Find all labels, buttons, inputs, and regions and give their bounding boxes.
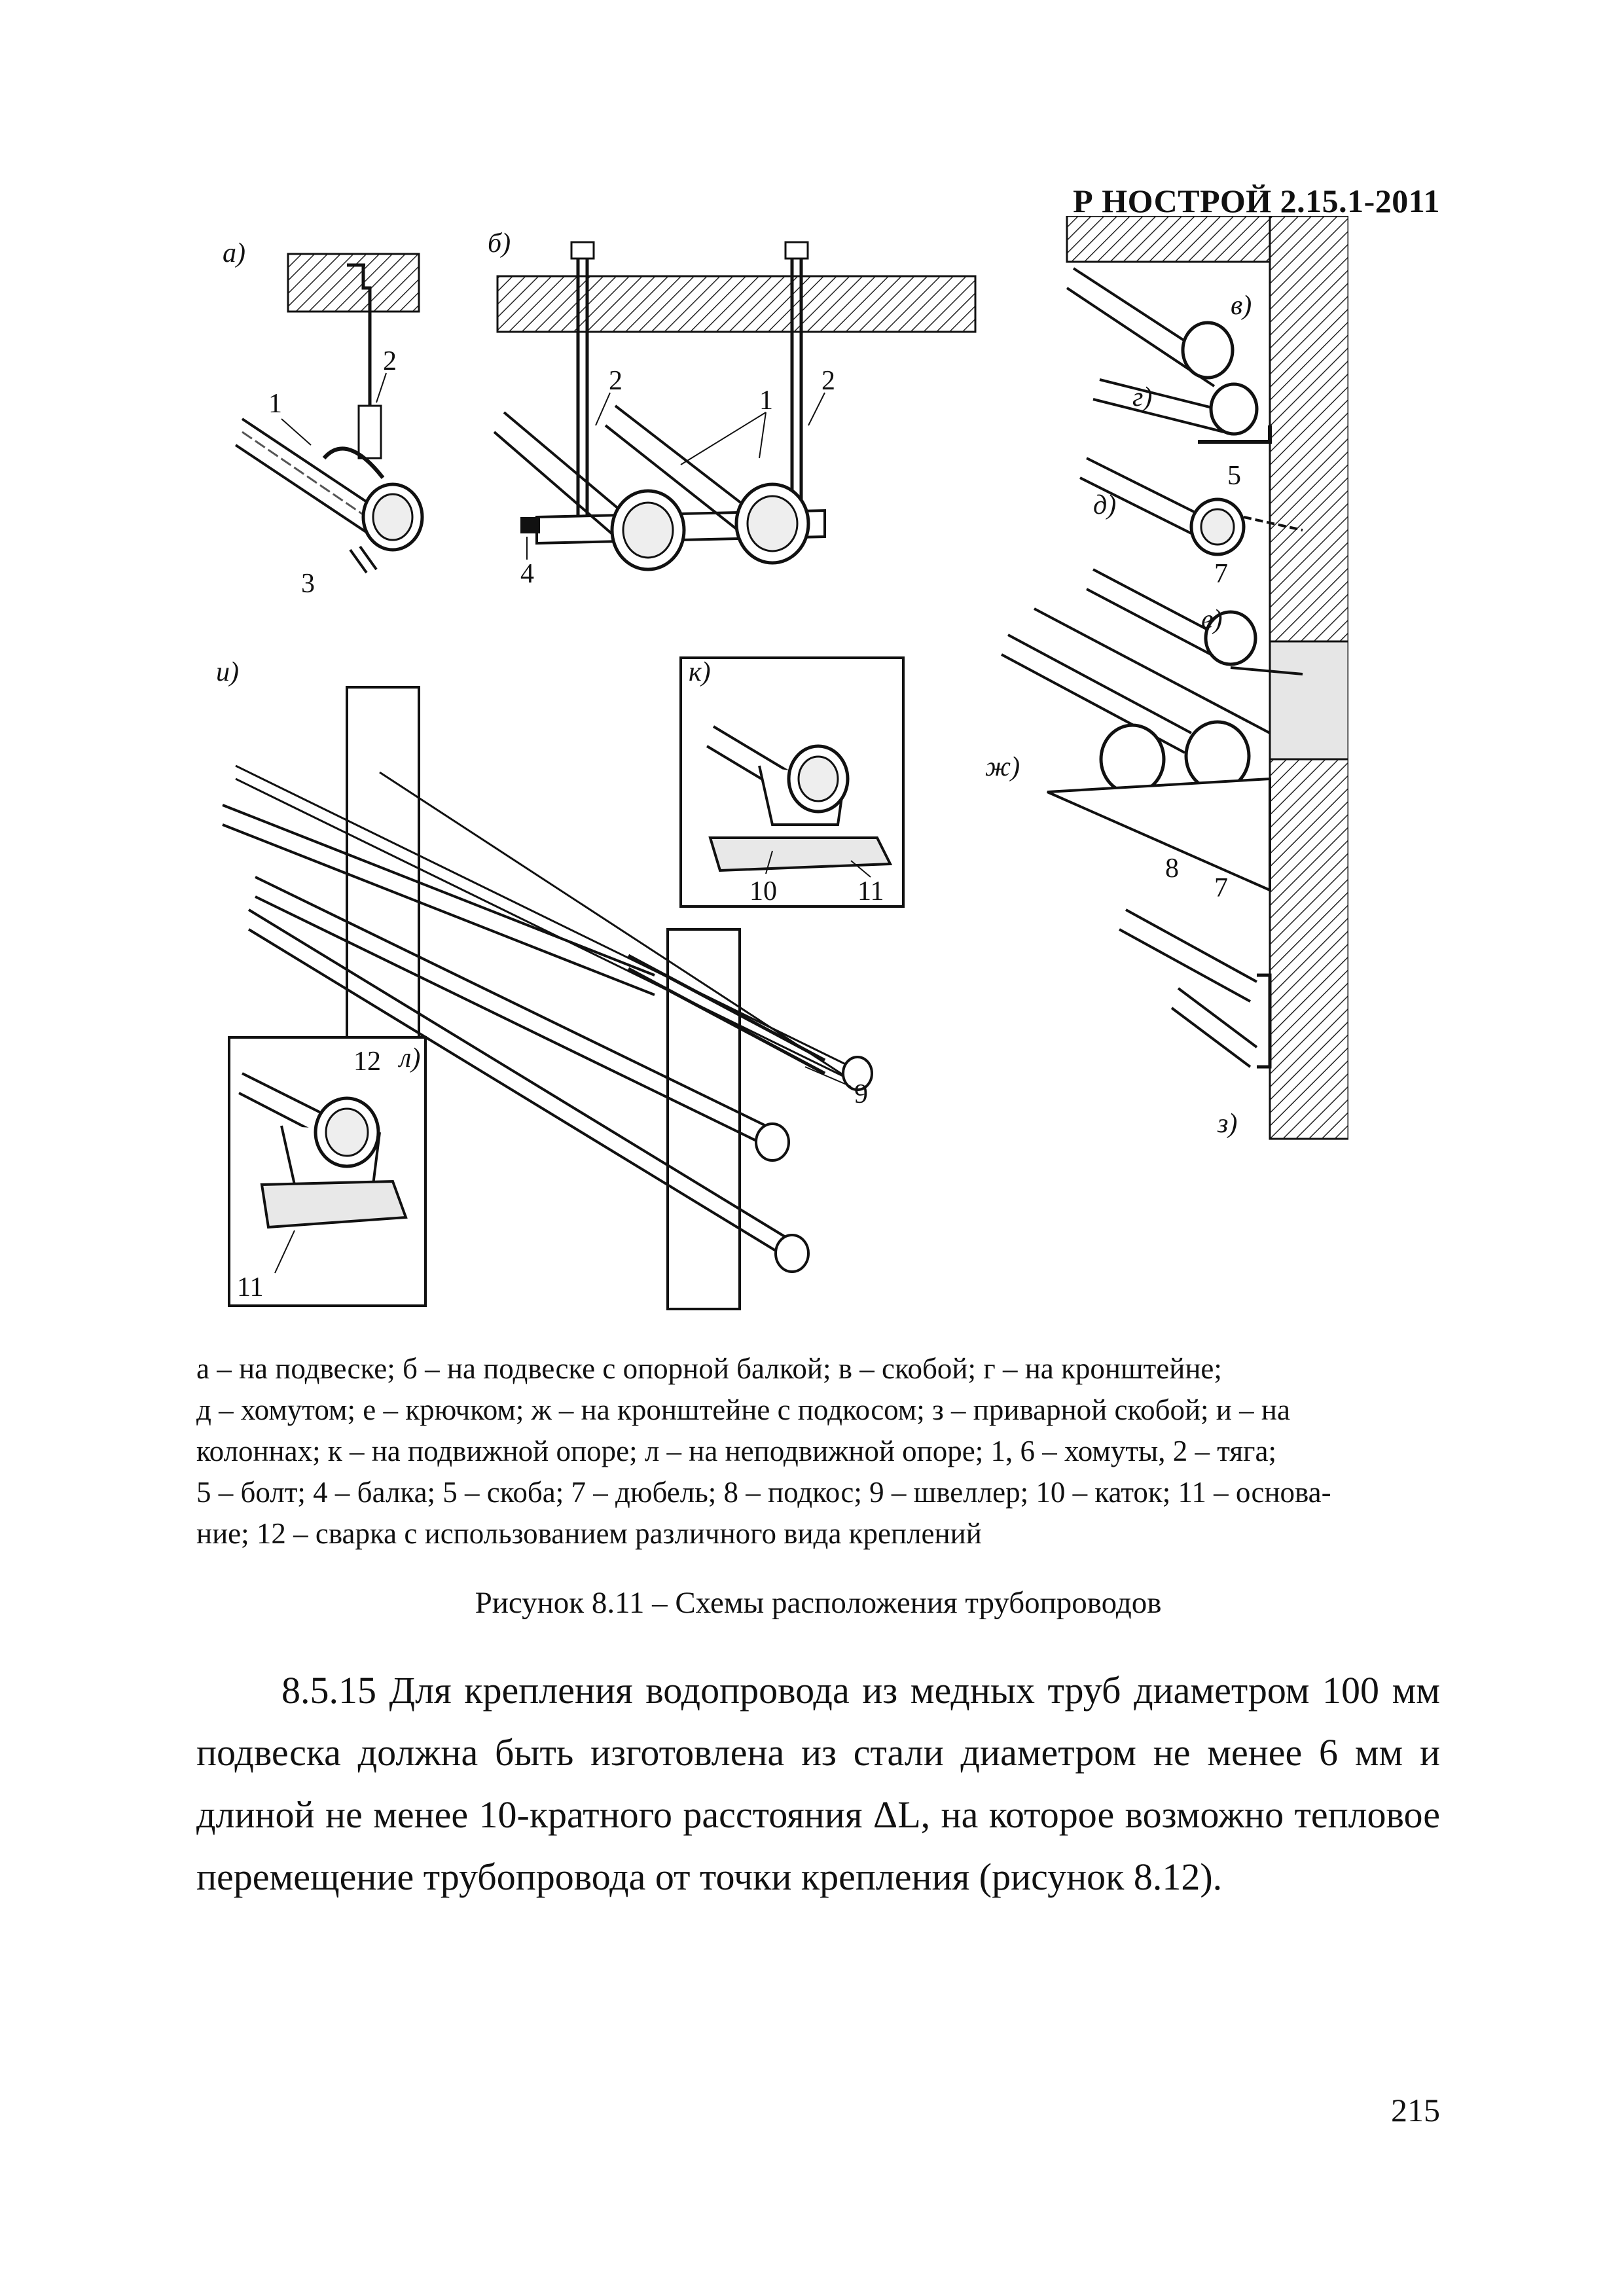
legend-line-3: колоннах; к – на подвижной опоре; л – на… [196, 1435, 1276, 1467]
figure-drawing: а) 1 2 3 б) [216, 215, 1350, 1310]
panel-label-d: д) [1093, 490, 1116, 520]
panel-label-z: з) [1217, 1109, 1237, 1139]
legend-line-1: а – на подвеске; б – на подвеске с опорн… [196, 1352, 1222, 1385]
callout-l-12: 12 [353, 1047, 381, 1077]
callout-a-1: 1 [268, 389, 282, 419]
panel-label-l: л) [398, 1043, 420, 1073]
panel-label-i: и) [216, 657, 239, 687]
callout-r-8: 8 [1165, 853, 1179, 884]
callout-a-2: 2 [383, 346, 397, 376]
figure-pipe-layouts: а) 1 2 3 б) [196, 215, 1350, 1329]
callout-b-2b: 2 [821, 366, 835, 396]
callout-r-7a: 7 [1214, 559, 1228, 589]
legend-line-2: д – хомутом; е – крючком; ж – на кронште… [196, 1393, 1290, 1426]
callout-r-7b: 7 [1214, 873, 1228, 903]
callout-b-1: 1 [759, 386, 773, 416]
panel-label-a: а) [223, 238, 245, 268]
panel-a: а) 1 2 3 [223, 238, 424, 599]
callout-l-11: 11 [237, 1272, 263, 1302]
panel-label-g: г) [1132, 382, 1152, 412]
callout-b-2a: 2 [609, 366, 623, 396]
figure-legend: а – на подвеске; б – на подвеске с опорн… [196, 1348, 1440, 1554]
panel-label-k: к) [689, 657, 711, 687]
panel-label-v: в) [1231, 291, 1252, 321]
callout-a-3: 3 [301, 569, 315, 599]
panel-k: к) 10 11 [679, 656, 905, 908]
panel-label-zh: ж) [985, 752, 1020, 782]
panel-i: и) 9 [216, 657, 873, 1310]
callout-b-4: 4 [520, 559, 534, 589]
document-header: Р НОСТРОЙ 2.15.1-2011 [1073, 183, 1440, 219]
legend-line-4: 5 – болт; 4 – балка; 5 – скоба; 7 – дюбе… [196, 1476, 1331, 1509]
page-number: 215 [1391, 2092, 1440, 2128]
panel-label-e: е) [1201, 605, 1223, 635]
callout-i-9: 9 [854, 1079, 868, 1109]
panel-wall-mounts: в) г) д) 5 7 е) ж) 8 7 з) [985, 215, 1350, 1140]
legend-line-5: ние; 12 – сварка с использованием различ… [196, 1517, 982, 1550]
callout-k-11: 11 [857, 876, 884, 906]
panel-b: б) 1 2 2 4 [488, 228, 977, 589]
callout-k-10: 10 [749, 876, 777, 906]
paragraph-text: 8.5.15 Для крепления водопровода из медн… [196, 1669, 1440, 1898]
panel-label-b: б) [488, 228, 511, 259]
callout-r-5: 5 [1227, 461, 1241, 491]
figure-title: Рисунок 8.11 – Схемы расположения трубоп… [475, 1586, 1162, 1620]
panel-l: л) 12 11 [228, 1036, 427, 1307]
body-paragraph: 8.5.15 Для крепления водопровода из медн… [196, 1659, 1440, 1908]
